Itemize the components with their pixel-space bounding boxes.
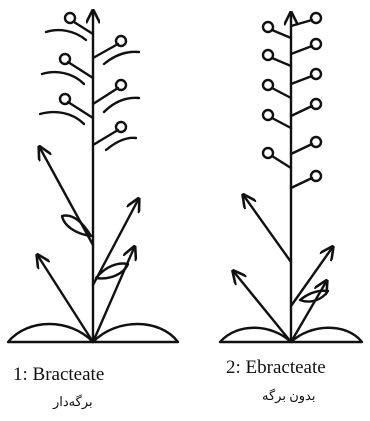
flower-bud [291, 39, 321, 54]
basal-leaf-left [8, 324, 93, 342]
figure-ebracteate [220, 13, 362, 342]
figure-1-label: 1: Bracteate [13, 364, 104, 386]
pedicel-mid-right [291, 248, 332, 306]
flower-bud [291, 137, 321, 154]
leaflet [300, 291, 328, 302]
figure-bracteate [8, 12, 178, 342]
flower-bud [93, 122, 136, 150]
flower-bud [93, 80, 139, 112]
flower-bud [46, 13, 93, 40]
flower-bud [291, 69, 321, 84]
flower-bud [263, 148, 291, 168]
basal-leaf-right [93, 324, 178, 342]
figure-2-label-persian: بدون برگه [262, 388, 315, 404]
flower-bud [263, 110, 291, 128]
figure-1-label-persian: برگه‌دار [53, 394, 93, 410]
pedicel-mid-left [244, 196, 291, 262]
pedicel-lower-left [234, 272, 291, 342]
flower-bud [42, 54, 93, 84]
flower-bud [263, 80, 291, 98]
figure-2-label: 2: Ebracteate [226, 357, 326, 379]
basal-leaf-right [291, 328, 362, 342]
flower-bud [291, 13, 321, 26]
flower-bud [40, 94, 93, 124]
flower-bud [263, 50, 291, 66]
pedicel-upper-left [40, 148, 93, 245]
flower-bud [93, 36, 139, 64]
flower-bud [263, 22, 291, 38]
pedicel-lower-left [38, 256, 93, 342]
flower-bud [291, 171, 321, 188]
pedicel-upper-right [93, 200, 138, 285]
flower-bud [291, 99, 321, 116]
